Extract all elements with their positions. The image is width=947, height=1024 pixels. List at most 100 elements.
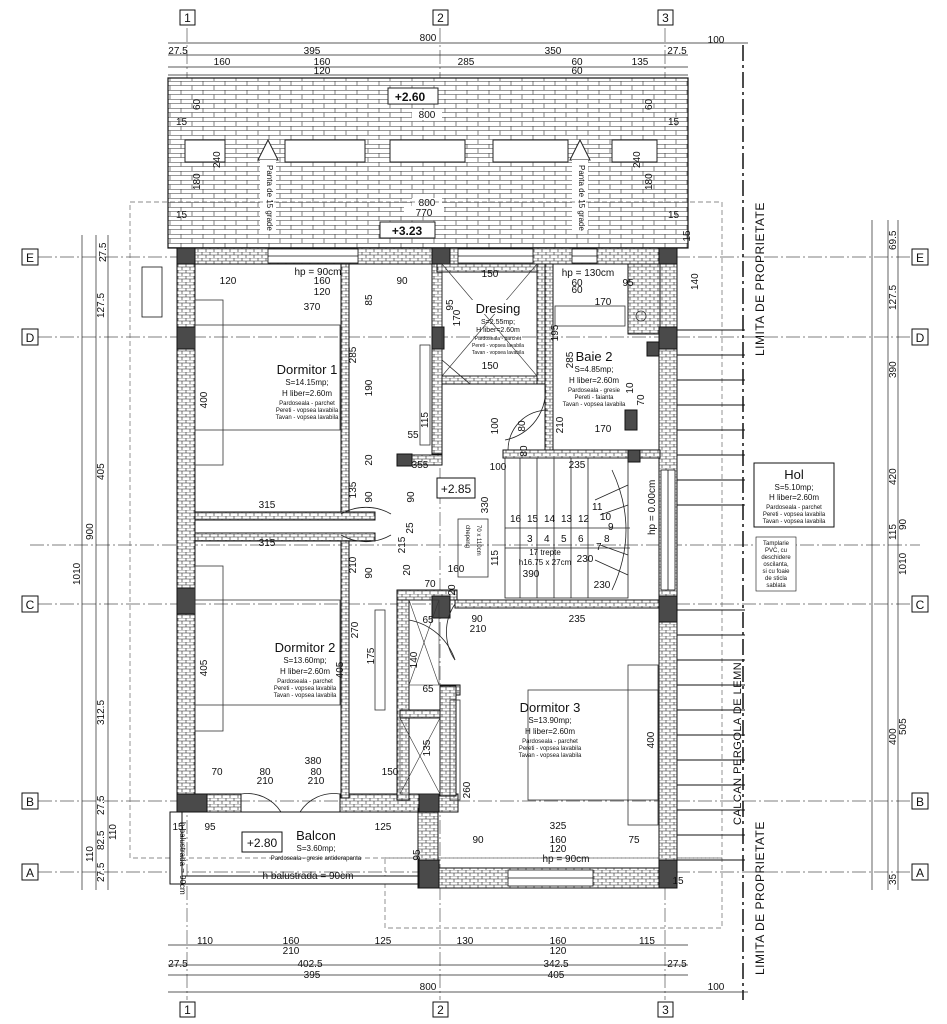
svg-text:90: 90 — [898, 518, 909, 530]
svg-text:395: 395 — [304, 46, 321, 57]
svg-text:15: 15 — [176, 117, 188, 128]
svg-text:A: A — [26, 866, 34, 880]
walls — [176, 247, 678, 889]
axis-row-A-left: A — [21, 863, 39, 881]
svg-text:405: 405 — [548, 970, 565, 981]
stair-number: 8 — [604, 534, 610, 545]
stair-number: 9 — [608, 522, 614, 533]
svg-text:1: 1 — [184, 1003, 191, 1017]
svg-text:Pardoseala - gresie: Pardoseala - gresie — [568, 388, 621, 394]
room-dormitor-2: Dormitor 2 S=13.60mp; H liber=2.60m Pard… — [274, 640, 337, 699]
svg-text:Tavan - vopsea lavabila: Tavan - vopsea lavabila — [519, 753, 582, 759]
svg-text:Tamplarie: Tamplarie — [763, 541, 790, 547]
svg-text:800: 800 — [419, 198, 436, 209]
svg-text:A: A — [916, 866, 924, 880]
property-limits: LIMITA DE PROPRIETATE LIMITA DE PROPRIET… — [677, 45, 767, 1000]
svg-text:27.5: 27.5 — [168, 959, 188, 970]
svg-text:S=4.85mp;: S=4.85mp; — [575, 365, 614, 374]
interior-dimension: 215 — [397, 536, 408, 553]
svg-text:800: 800 — [420, 33, 437, 44]
svg-text:160: 160 — [550, 936, 567, 947]
interior-dimension: 95 — [204, 822, 216, 833]
interior-dimension: 190 — [364, 379, 375, 396]
interior-dimension: 80 — [259, 767, 271, 778]
svg-text:60: 60 — [571, 57, 583, 68]
stair-number: 5 — [561, 534, 567, 545]
furniture — [194, 299, 659, 826]
svg-text:82.5: 82.5 — [96, 830, 107, 850]
svg-text:PVC, cu: PVC, cu — [765, 548, 787, 554]
svg-text:+2.60: +2.60 — [395, 90, 426, 104]
interior-dimension: 95 — [622, 278, 634, 289]
svg-text:3: 3 — [662, 11, 669, 25]
stair-number: 10 — [600, 512, 612, 523]
stair-number: 7 — [596, 542, 602, 553]
dims-top-text: 800 100 27.5 395 350 27.5 160 160 285 60… — [168, 33, 725, 77]
interior-dimension: 20 — [447, 584, 458, 596]
interior-dimension: 135 — [422, 739, 433, 756]
axis-row-D-left: D — [21, 328, 39, 346]
svg-text:Panta de 15 grade: Panta de 15 grade — [577, 165, 586, 231]
svg-text:115: 115 — [888, 524, 899, 540]
svg-text:27.5: 27.5 — [96, 795, 107, 815]
svg-text:+3.23: +3.23 — [392, 224, 423, 238]
svg-text:h16.75 x 27cm: h16.75 x 27cm — [519, 558, 572, 567]
svg-text:27.5: 27.5 — [98, 242, 109, 262]
level-markers: +2.85 +2.80 hp = 0.00cm — [247, 477, 658, 850]
svg-text:27.5: 27.5 — [667, 959, 687, 970]
svg-text:3: 3 — [662, 1003, 669, 1017]
axis-row-D-right: D — [911, 328, 929, 346]
svg-text:Tavan - vopsea lavabila: Tavan - vopsea lavabila — [563, 402, 626, 408]
interior-dimension: 75 — [628, 835, 640, 846]
stair-number: 3 — [527, 534, 533, 545]
interior-dimension: 160 — [448, 564, 465, 575]
svg-text:160: 160 — [214, 57, 231, 68]
svg-text:Tavan - vopsea lavabila: Tavan - vopsea lavabila — [472, 350, 524, 356]
svg-text:hp = 90cm: hp = 90cm — [295, 267, 342, 278]
svg-text:sablata: sablata — [766, 583, 786, 589]
svg-text:27.5: 27.5 — [667, 46, 687, 57]
svg-text:Pereti - vopsea lavabila: Pereti - vopsea lavabila — [763, 512, 826, 518]
svg-text:Tavan - vopsea lavabila: Tavan - vopsea lavabila — [763, 519, 826, 525]
interior-dimension: 230 — [594, 580, 611, 591]
dims-bottom-text: 110 160 125 130 160 115 210 120 27.5 402… — [168, 936, 725, 993]
svg-text:Balcon: Balcon — [296, 828, 336, 843]
interior-dimension: 135 — [348, 481, 359, 498]
svg-text:27.5: 27.5 — [168, 46, 188, 57]
interior-dimension: 115 — [420, 412, 431, 428]
svg-text:S=5.10mp;: S=5.10mp; — [775, 483, 814, 492]
svg-text:E: E — [916, 251, 924, 265]
svg-text:180: 180 — [192, 173, 203, 190]
dimension-chains-top — [168, 42, 748, 76]
svg-text:C: C — [26, 598, 35, 612]
interior-dimension: 170 — [595, 297, 612, 308]
svg-text:15: 15 — [176, 210, 188, 221]
interior-dimension: 90 — [406, 491, 417, 503]
svg-text:2: 2 — [437, 1003, 444, 1017]
stair-number: 4 — [544, 534, 550, 545]
svg-text:35: 35 — [888, 873, 899, 885]
svg-text:405: 405 — [96, 463, 107, 480]
svg-text:B: B — [916, 795, 924, 809]
axis-row-B-left: B — [21, 792, 39, 810]
svg-text:H liber=2.60m: H liber=2.60m — [525, 727, 575, 736]
roof — [167, 77, 689, 249]
svg-text:100: 100 — [708, 35, 725, 46]
interior-dimension: 100 — [490, 462, 507, 473]
notes: hp = 90cm hp = 130cm hp = 90cm h balustr… — [178, 267, 797, 895]
interior-dimension: 95 — [412, 849, 423, 861]
svg-text:285: 285 — [458, 57, 475, 68]
window-note: Tamplarie PVC, cu deschidere oscilanta, … — [755, 536, 797, 592]
svg-text:1010: 1010 — [898, 552, 909, 575]
interior-dimension: 260 — [462, 781, 473, 798]
svg-text:Dormitor 3: Dormitor 3 — [520, 700, 581, 715]
svg-text:800: 800 — [419, 110, 436, 121]
axis-col-1-top: 1 — [179, 9, 196, 26]
svg-text:C: C — [916, 598, 925, 612]
svg-text:H liber=2.60m: H liber=2.60m — [476, 327, 520, 334]
interior-dimension: 70 — [424, 579, 436, 590]
interior-dimension: 95 — [445, 299, 456, 311]
interior-dimension: 235 — [569, 614, 586, 625]
